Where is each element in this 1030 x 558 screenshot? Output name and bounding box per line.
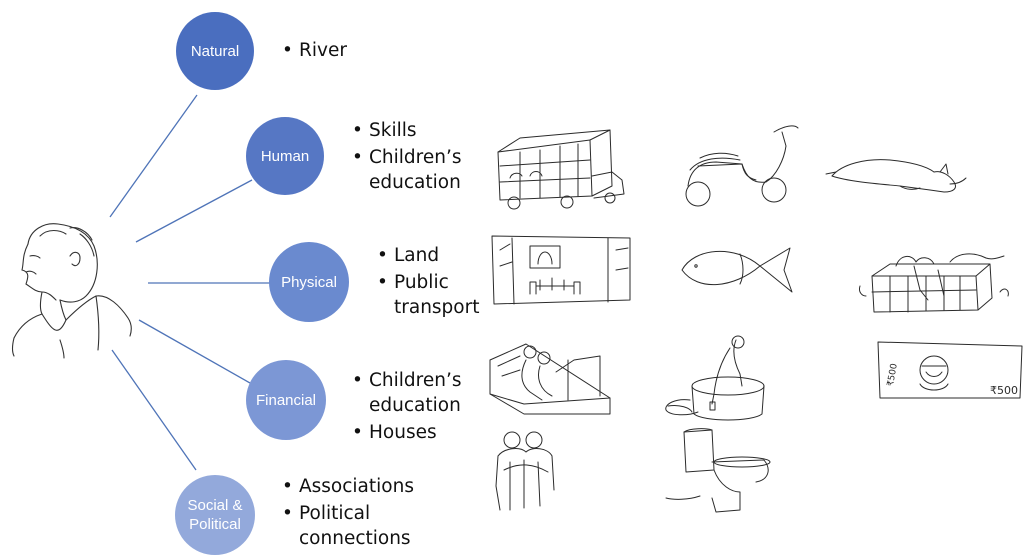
list-item: Children’s education [352,145,462,195]
connector-lines [109,94,271,471]
natural-capital-label: Natural [190,42,240,60]
list-item: River [282,38,347,63]
scooter-sketch [685,125,799,207]
natural-capital-items: River [282,38,347,69]
man-sketch [11,223,132,359]
house-sketch [491,235,631,305]
connector-social [111,349,197,471]
list-item: Public transport [377,270,479,320]
list-item: Skills [352,118,462,143]
connector-natural [109,94,198,218]
social-political-capital-circle: Social & Political [175,475,255,555]
list-item: Houses [352,420,462,445]
water-tank-sketch [665,335,765,421]
human-capital-circle: Human [246,117,324,195]
crate-birds-sketch [859,253,1009,313]
connector-financial [138,319,251,384]
connector-human [135,179,253,243]
financial-capital-label: Financial [255,391,317,409]
list-item: Political connections [282,501,414,551]
svg-text:₹500: ₹500 [886,363,900,388]
human-capital-items: Skills Children’s education [352,118,462,201]
natural-capital-circle: Natural [176,12,254,90]
social-political-capital-items: Associations Political connections [282,474,414,557]
two-people-sketch [495,431,555,511]
dog-sketch [825,159,967,193]
financial-capital-items: Children’s education Houses [352,368,462,451]
financial-capital-circle: Financial [246,360,326,440]
truck-sketch [497,129,625,210]
social-political-capital-label: Social & Political [187,497,243,533]
list-item: Children’s education [352,368,462,418]
human-capital-label: Human [260,147,310,165]
banknote-sketch: ₹500 ₹500 [877,341,1023,399]
physical-capital-circle: Physical [269,242,349,322]
physical-capital-label: Physical [281,273,337,291]
shop-sketch [489,343,611,415]
banknote-value-label: ₹500 [990,384,1018,397]
fish-sketch [681,247,793,293]
list-item: Associations [282,474,414,499]
sketch-grid: ₹500 ₹500 [489,125,1023,513]
toilet-sketch [665,428,771,513]
list-item: Land [377,243,479,268]
physical-capital-items: Land Public transport [377,243,479,326]
